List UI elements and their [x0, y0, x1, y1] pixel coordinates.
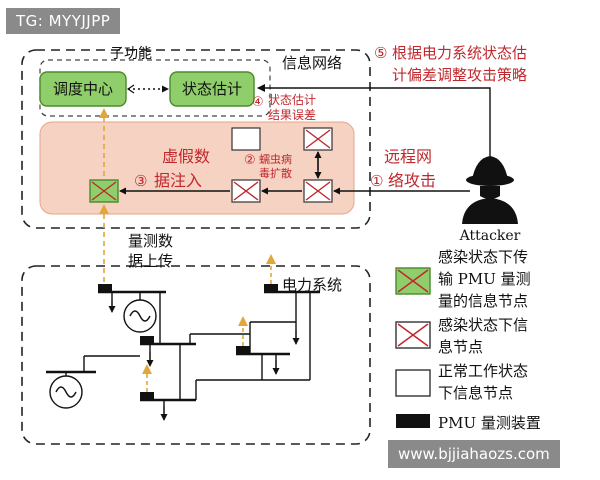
watermark-top: TG: MYYJJPP: [6, 8, 121, 34]
worm-line2: 毒扩散: [259, 166, 292, 180]
close-icon: [305, 129, 331, 149]
legend-item-green: 感染状态下传 输 PMU 量测 量的信息节点: [395, 248, 531, 310]
close-icon: [233, 181, 259, 201]
state-estimation-node: [169, 71, 255, 107]
legend-item-normal: 正常工作状态 下信息节点: [395, 362, 528, 402]
pmu-icon: [236, 346, 250, 354]
legend-red-line2: 息节点: [438, 338, 483, 356]
pmu-icon: [264, 284, 278, 292]
legend-normal-line2: 下信息节点: [438, 384, 513, 402]
meas-upload-line1: 量测数: [128, 232, 173, 250]
close-icon: [397, 323, 429, 347]
est-error-line1: 状态估计: [268, 93, 316, 107]
legend-normal-line1: 正常工作状态: [438, 362, 528, 380]
step1-marker: ①: [370, 172, 383, 190]
remote-line2: 络攻击: [388, 171, 436, 190]
strategy-line1: 根据电力系统状态估: [392, 44, 527, 62]
feedback-arrow: [257, 84, 491, 158]
legend-red-line1: 感染状态下信: [438, 316, 528, 334]
watermark-bottom: www.bjjiahaozs.com: [388, 440, 560, 468]
est-error-line2: 结果误差: [268, 108, 316, 122]
step2-marker: ②: [244, 153, 256, 168]
load-arrows: [108, 300, 300, 421]
meas-upload-line2: 据上传: [128, 252, 173, 270]
info-network-frame: [21, 49, 371, 229]
power-grid: [46, 290, 320, 416]
legend-green-line1: 感染状态下传: [438, 248, 528, 266]
dispatch-center-label: 调度中心: [53, 80, 113, 98]
infected-node-right: [303, 179, 333, 203]
legend-pmu-label: PMU 量测装置: [438, 414, 541, 432]
pmu-upload-arrows: [142, 254, 276, 392]
remote-line1: 远程网: [384, 147, 432, 166]
state-estimation-label: 状态估计: [182, 80, 242, 98]
worm-line1: 蠕虫病: [259, 152, 292, 166]
legend-item-red: 感染状态下信 息节点: [395, 316, 528, 356]
infected-node-mid: [231, 179, 261, 203]
close-icon: [305, 181, 331, 201]
legend: 感染状态下传 输 PMU 量测 量的信息节点 感染状态下信 息节点 正常工作状态…: [395, 248, 541, 432]
dispatch-estimation-link-head: [126, 84, 135, 94]
step3-marker: ③: [134, 172, 147, 190]
infected-pmu-node: [89, 179, 119, 203]
false-data-line1: 虚假数: [162, 147, 210, 166]
power-system-label: 电力系统: [282, 276, 342, 294]
false-data-line2: 据注入: [154, 171, 202, 190]
infected-node-top-right: [303, 127, 333, 151]
dispatch-center-node: [39, 71, 127, 107]
step5-marker: ⑤: [374, 44, 387, 62]
pmu-icon: [140, 336, 154, 344]
attacker-icon: [462, 156, 518, 224]
legend-green-line3: 量的信息节点: [438, 292, 528, 310]
close-icon: [91, 181, 117, 201]
step4-marker: ④: [252, 95, 264, 110]
sub-function-label: 子功能: [110, 46, 152, 62]
close-icon: [397, 269, 429, 293]
strategy-line2: 计偏差调整攻击策略: [392, 66, 527, 84]
pmu-icon: [140, 392, 154, 400]
info-network-label: 信息网络: [282, 54, 342, 72]
normal-node: [231, 127, 261, 151]
attacker-label: Attacker: [459, 228, 521, 244]
pmu-icon: [98, 284, 112, 292]
power-system-frame: [21, 265, 371, 445]
legend-green-line2: 输 PMU 量测: [438, 270, 531, 288]
legend-item-pmu: PMU 量测装置: [396, 414, 541, 432]
